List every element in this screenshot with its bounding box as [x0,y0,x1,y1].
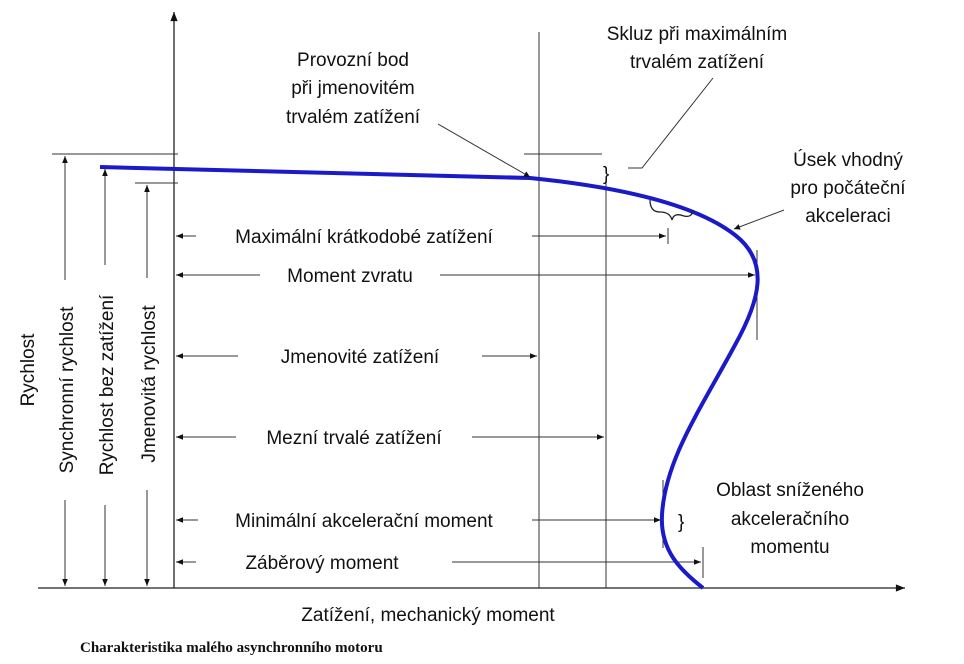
svg-text:Skluz při maximálním: Skluz při maximálním [607,24,788,45]
slip-annotation: Skluz při maximálním trvalém zatížení } [603,24,787,185]
load-breakdown-torque: Moment zvratu [176,250,758,340]
svg-text:Mezní trvalé zatížení: Mezní trvalé zatížení [266,428,442,449]
reduced-brace-icon: } [678,512,684,533]
svg-text:Jmenovité zatížení: Jmenovité zatížení [281,347,440,368]
svg-text:Oblast sníženého: Oblast sníženého [716,480,864,501]
figure-caption: Charakteristika malého asynchronního mot… [80,640,383,656]
svg-text:pro počáteční: pro počáteční [790,178,906,199]
reduced-torque-annotation: Oblast sníženého akceleračního momentu } [678,480,864,558]
svg-text:trvalém zatížení: trvalém zatížení [286,107,421,128]
svg-text:Minimální akcelerační moment: Minimální akcelerační moment [235,511,493,532]
operating-point-annotation: Provozní bod při jmenovitém trvalém zatí… [286,50,531,178]
load-min-accel: Minimální akcelerační moment [176,480,664,548]
svg-text:Moment zvratu: Moment zvratu [287,266,413,287]
svg-text:Provozní bod: Provozní bod [297,50,409,71]
y-axis-label: Rychlost [18,333,39,407]
svg-text:při jmenovitém: při jmenovitém [291,78,415,99]
load-starting-torque: Záběrový moment [176,547,704,578]
load-rated: Jmenovité zatížení [176,347,537,368]
x-axis-label: Zatížení, mechanický moment [301,605,555,626]
svg-text:trvalém zatížení: trvalém zatížení [630,52,765,73]
svg-text:akceleraci: akceleraci [805,206,891,227]
svg-text:akceleračního: akceleračního [731,509,849,530]
load-max-short: Maximální krátkodobé zatížení [176,227,669,248]
slip-brace-icon: } [603,164,609,185]
rated-speed-label: Jmenovitá rychlost [139,305,160,463]
sync-speed-label: Synchronní rychlost [57,306,78,474]
svg-text:momentu: momentu [750,537,829,558]
accel-brace-icon [649,199,694,221]
svg-text:Úsek vhodný: Úsek vhodný [793,149,903,171]
load-limit-continuous: Mezní trvalé zatížení [176,428,604,449]
noload-speed-label: Rychlost bez zatížení [97,294,118,475]
torque-speed-curve [99,165,760,590]
svg-text:Záběrový moment: Záběrový moment [245,553,399,574]
svg-text:Maximální krátkodobé zatížení: Maximální krátkodobé zatížení [235,227,493,248]
accel-section-annotation: Úsek vhodný pro počáteční akceleraci [649,149,906,230]
